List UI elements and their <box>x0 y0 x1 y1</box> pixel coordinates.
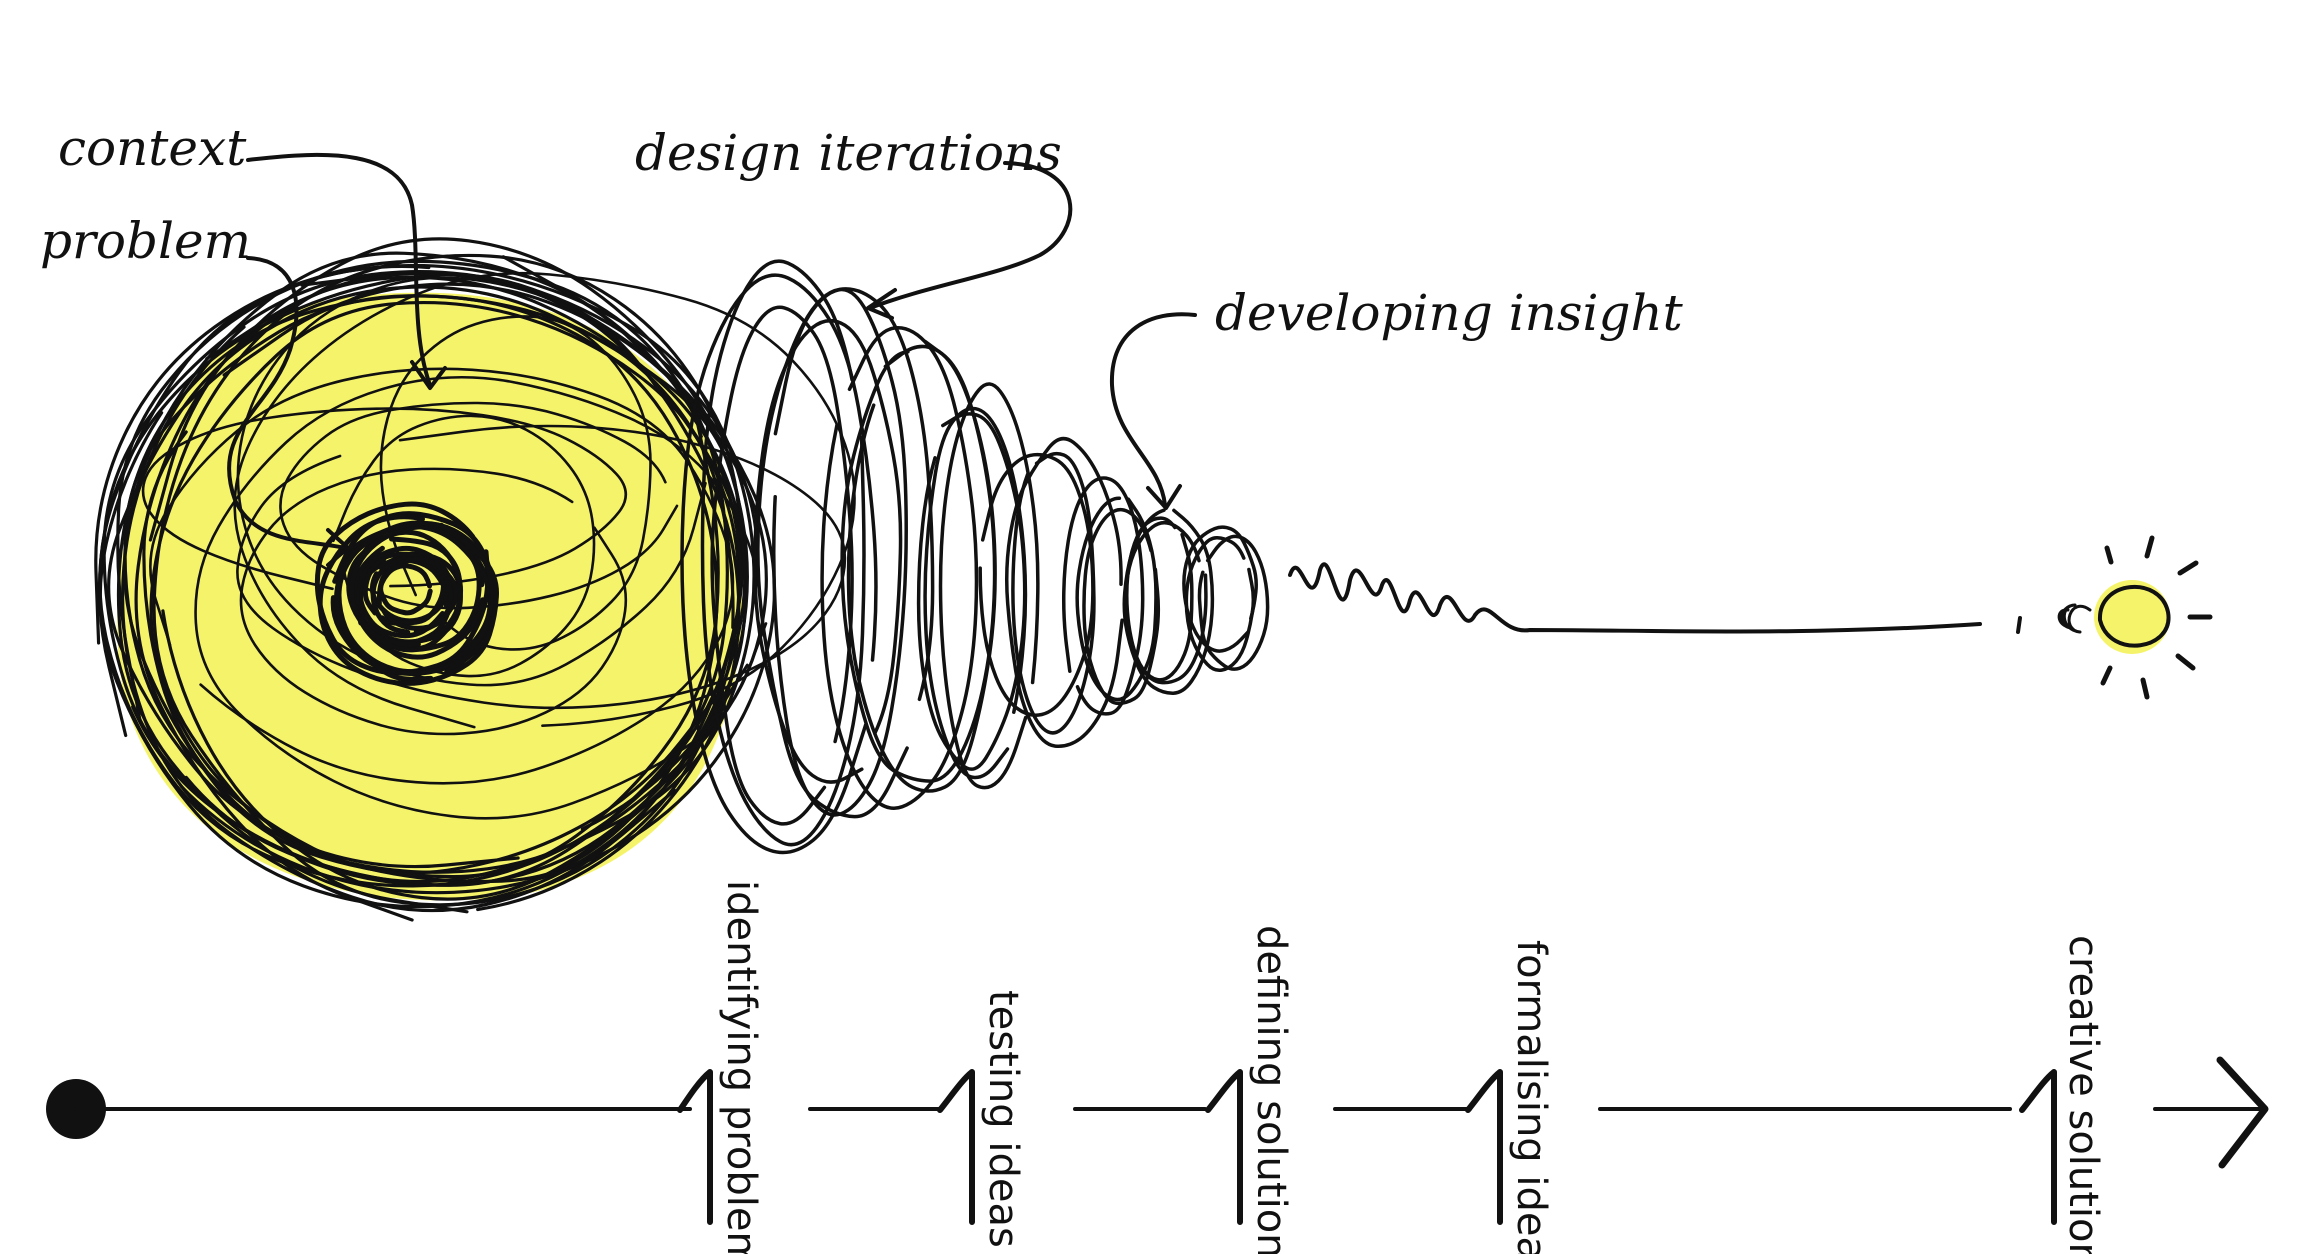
scribble-stroke <box>236 276 707 687</box>
core-stroke <box>335 511 495 677</box>
annotation-design-iterations: design iterations <box>635 124 1073 320</box>
problem-label: problem <box>40 212 251 270</box>
stage-label: testing ideas <box>980 990 1026 1248</box>
iteration-loop <box>938 382 1040 790</box>
iteration-loop <box>1197 534 1270 671</box>
iteration-loop <box>1011 451 1096 735</box>
scribble-stroke <box>102 269 760 887</box>
insight-line <box>1288 562 2022 634</box>
stage-label: identifying problem <box>718 880 764 1254</box>
scribble-stroke <box>279 401 679 610</box>
iteration-loop <box>680 273 878 855</box>
design-iterations-arrow <box>868 161 1073 310</box>
scribble-stroke <box>379 315 652 651</box>
iteration-loop <box>772 287 908 817</box>
scribble-stroke <box>194 375 768 820</box>
iteration-loop <box>978 452 1095 717</box>
iteration-loop <box>840 339 997 783</box>
iteration-loop <box>753 319 903 784</box>
design-iterations-label: design iterations <box>635 124 1062 182</box>
context-arrow <box>246 152 432 387</box>
core-stroke <box>378 563 433 616</box>
iteration-loop <box>1004 436 1124 749</box>
lightbulb-icon <box>2057 535 2213 700</box>
problem-scribble <box>94 237 856 922</box>
iteration-loop <box>1075 496 1158 702</box>
iteration-loop <box>700 259 866 847</box>
iteration-loop <box>916 412 1027 771</box>
developing-insight-label: developing insight <box>1215 284 1684 342</box>
scribble-stroke <box>122 251 720 879</box>
developing-insight-arrow <box>1109 312 1197 507</box>
iteration-loop <box>756 287 935 819</box>
iteration-loop <box>1061 476 1145 716</box>
arrow-right-icon <box>2216 1056 2269 1169</box>
scribble-stroke <box>123 294 735 875</box>
scribble-stroke <box>239 467 628 736</box>
scribble-stroke <box>236 424 847 710</box>
stage-label: formalising idea <box>1508 940 1554 1254</box>
stage-label: defining solution <box>1248 925 1294 1254</box>
scribble-stroke <box>141 407 628 591</box>
annotation-problem: problem <box>40 212 350 567</box>
annotation-context: context <box>58 119 447 390</box>
context-label: context <box>58 119 247 177</box>
problem-core-scribble <box>314 501 499 686</box>
design-iterations-scribble <box>680 259 1270 855</box>
scribble-stroke <box>233 271 856 729</box>
annotation-developing-insight: developing insight <box>1109 284 1684 510</box>
iteration-loop <box>1184 535 1256 673</box>
iteration-loop <box>1182 525 1258 653</box>
iteration-loop <box>820 326 979 810</box>
core-stroke <box>334 520 496 682</box>
timeline: identifying problem testing ideas defini… <box>46 880 2269 1254</box>
core-stroke <box>314 501 491 676</box>
iteration-loop <box>1082 507 1161 706</box>
core-stroke <box>349 524 482 653</box>
iteration-loop <box>923 406 1028 780</box>
stage-label: creative solution <box>2060 935 2106 1254</box>
problem-arrow <box>227 256 347 550</box>
